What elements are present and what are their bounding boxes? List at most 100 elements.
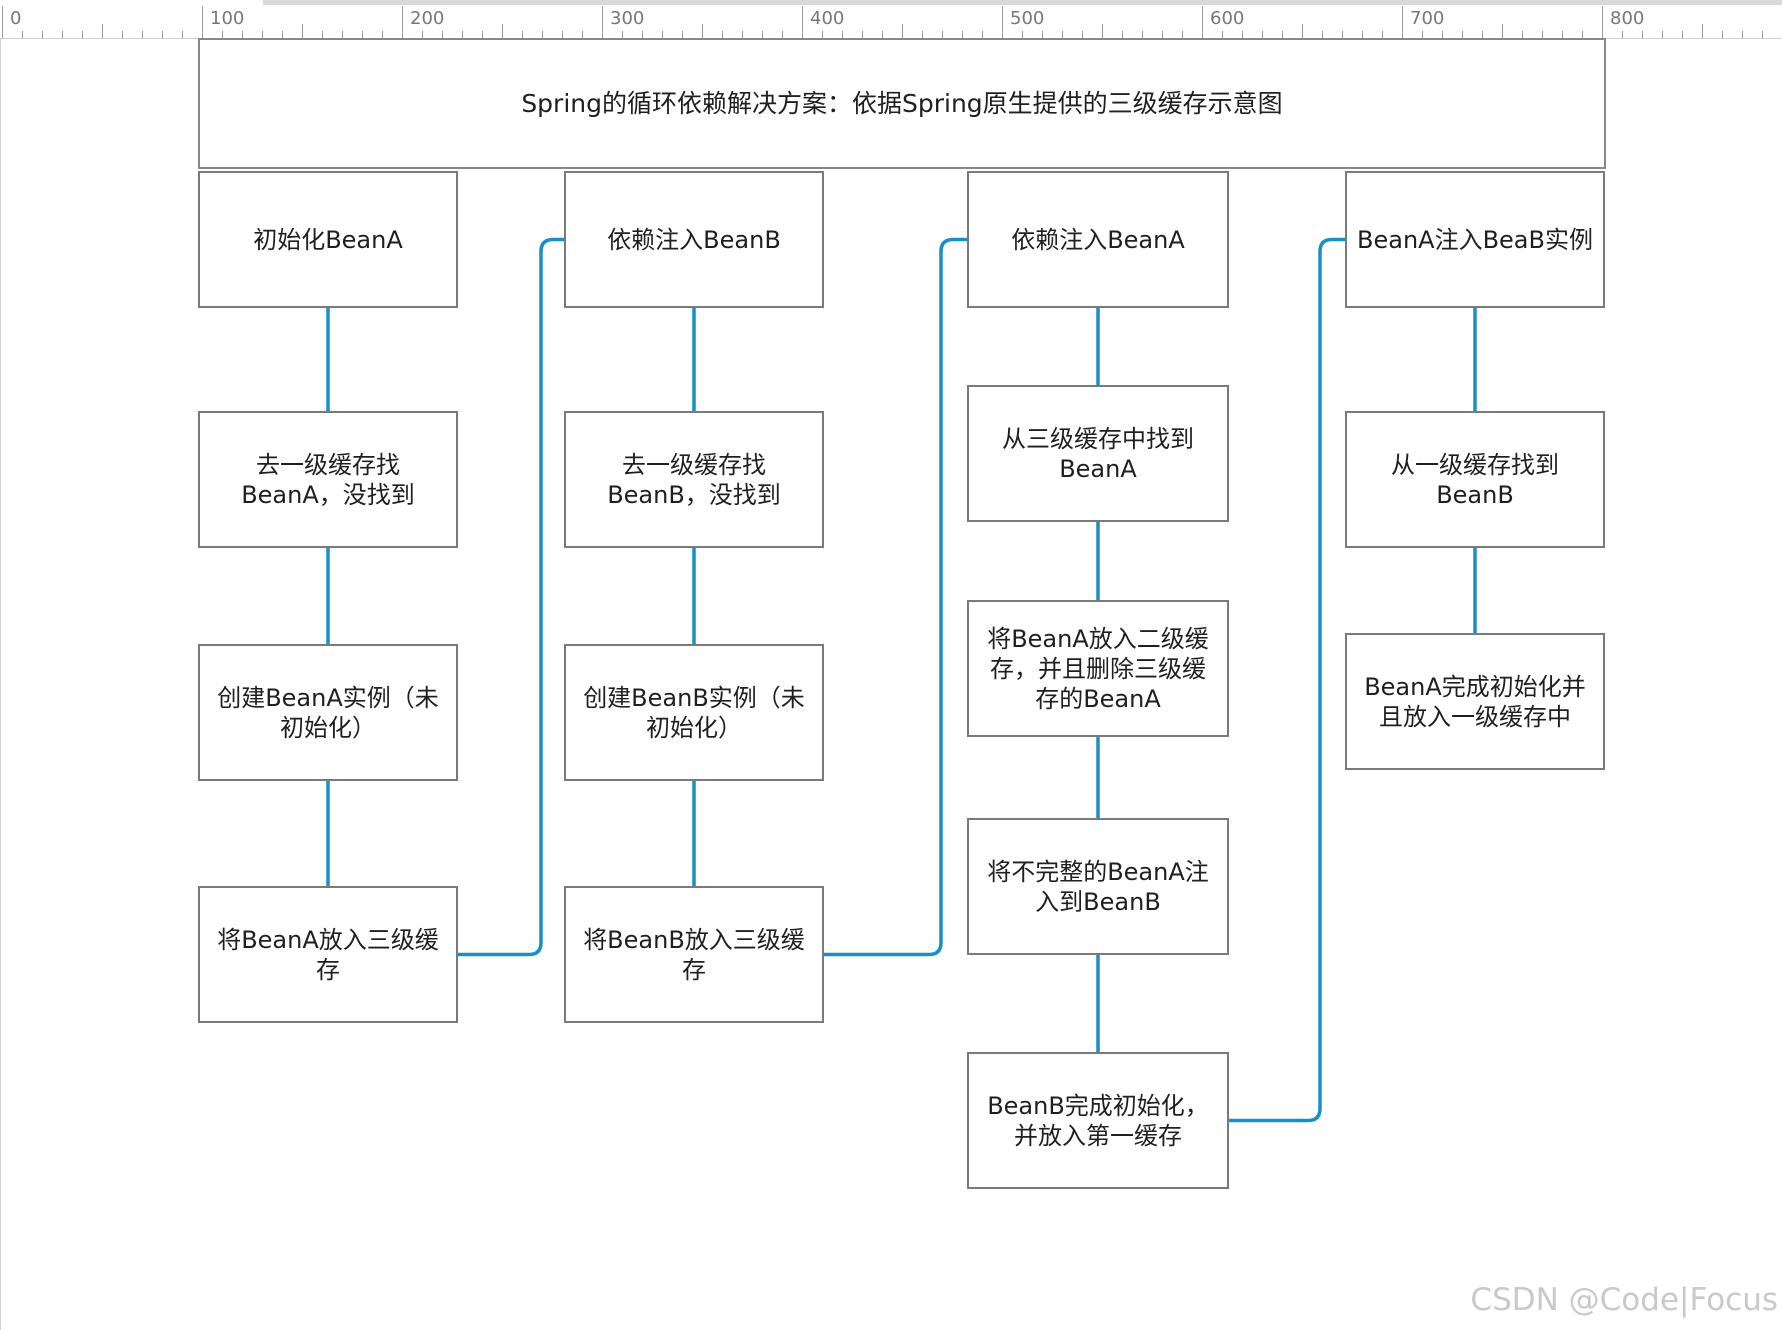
- ruler-tick: [242, 31, 243, 38]
- ruler-tick: [1082, 31, 1083, 38]
- step-box-search-l1-beana: 去一级缓存找 BeanA，没找到: [198, 411, 458, 548]
- ruler-tick: [1422, 31, 1423, 38]
- ruler-tick: [582, 31, 583, 38]
- ruler-tick: [1282, 31, 1283, 38]
- ruler-tick: [1682, 31, 1683, 38]
- ruler-tick: [762, 31, 763, 38]
- cross-column-connector: [824, 237, 967, 957]
- ruler-tick: [782, 31, 783, 38]
- ruler-tick: [162, 31, 163, 38]
- ruler-tick: [1222, 31, 1223, 38]
- step-box-beanb-complete: BeanB完成初始化， 并放入第一缓存: [967, 1052, 1229, 1189]
- ruler-label: 400: [810, 8, 845, 29]
- ruler-label: 0: [10, 8, 22, 29]
- step-box-search-l1-beanb: 去一级缓存找 BeanB，没找到: [564, 411, 824, 548]
- ruler-tick: [722, 31, 723, 38]
- ruler-tick: [1102, 24, 1103, 38]
- ruler-tick: [1562, 31, 1563, 38]
- ruler-tick: [322, 31, 323, 38]
- ruler-label: 200: [410, 8, 445, 29]
- ruler-tick: [362, 31, 363, 38]
- ruler-tick: [1402, 6, 1403, 38]
- step-label: BeanA完成初始化并 且放入一级缓存中: [1364, 672, 1586, 731]
- ruler-tick: [662, 31, 663, 38]
- ruler-tick: [602, 6, 603, 38]
- ruler-tick: [1262, 31, 1263, 38]
- step-box-beana-inject-beanb: BeanA注入BeaB实例: [1345, 171, 1605, 308]
- step-label: BeanB完成初始化， 并放入第一缓存: [987, 1091, 1209, 1150]
- step-box-beana-complete: BeanA完成初始化并 且放入一级缓存中: [1345, 633, 1605, 770]
- ruler-tick: [282, 31, 283, 38]
- ruler-scroll-strip: [263, 0, 1782, 5]
- ruler-tick: [102, 24, 103, 38]
- ruler-tick: [262, 31, 263, 38]
- ruler-tick: [922, 31, 923, 38]
- ruler-tick: [442, 31, 443, 38]
- ruler-tick: [482, 31, 483, 38]
- ruler-tick: [1042, 31, 1043, 38]
- ruler-tick: [862, 31, 863, 38]
- ruler-tick: [22, 31, 23, 38]
- ruler-label: 100: [210, 8, 245, 29]
- step-box-find-beana-l3: 从三级缓存中找到 BeanA: [967, 385, 1229, 522]
- step-box-put-beanb-l3: 将BeanB放入三级缓 存: [564, 886, 824, 1023]
- ruler-tick: [2, 6, 3, 38]
- ruler-tick: [1522, 31, 1523, 38]
- ruler-tick: [62, 31, 63, 38]
- step-label: 将BeanA放入三级缓 存: [217, 925, 439, 984]
- ruler-tick: [1662, 31, 1663, 38]
- step-box-inject-beana: 依赖注入BeanA: [967, 171, 1229, 308]
- ruler-tick: [1742, 31, 1743, 38]
- cross-column-connector: [458, 237, 564, 957]
- ruler-label: 800: [1610, 8, 1645, 29]
- ruler-tick: [1362, 31, 1363, 38]
- ruler-tick: [822, 31, 823, 38]
- ruler-tick: [902, 24, 903, 38]
- diagram-title-box: Spring的循环依赖解决方案：依据Spring原生提供的三级缓存示意图: [198, 38, 1606, 169]
- step-box-create-beanb-instance: 创建BeanB实例（未 初始化）: [564, 644, 824, 781]
- ruler-tick: [1622, 31, 1623, 38]
- ruler-tick: [562, 31, 563, 38]
- ruler-tick: [1462, 31, 1463, 38]
- ruler-tick: [1002, 6, 1003, 38]
- ruler-label: 600: [1210, 8, 1245, 29]
- step-box-create-beana-instance: 创建BeanA实例（未 初始化）: [198, 644, 458, 781]
- step-label: 创建BeanB实例（未 初始化）: [583, 683, 805, 742]
- ruler-tick: [962, 31, 963, 38]
- step-label: 依赖注入BeanA: [1011, 225, 1185, 254]
- ruler-tick: [1762, 31, 1763, 38]
- ruler-tick: [1162, 31, 1163, 38]
- ruler-tick: [1442, 31, 1443, 38]
- ruler-tick: [1202, 6, 1203, 38]
- ruler-tick: [1602, 6, 1603, 38]
- ruler-tick: [142, 31, 143, 38]
- ruler-tick: [1022, 31, 1023, 38]
- ruler-tick: [1582, 31, 1583, 38]
- ruler-tick: [842, 31, 843, 38]
- ruler-tick: [802, 6, 803, 38]
- ruler-tick: [742, 31, 743, 38]
- ruler-label: 500: [1010, 8, 1045, 29]
- step-label: 将BeanB放入三级缓 存: [583, 925, 805, 984]
- ruler-tick: [502, 24, 503, 38]
- step-label: 创建BeanA实例（未 初始化）: [217, 683, 439, 742]
- ruler-tick: [422, 31, 423, 38]
- ruler-tick: [82, 31, 83, 38]
- ruler-tick: [302, 24, 303, 38]
- ruler-tick: [202, 6, 203, 38]
- ruler-tick: [462, 31, 463, 38]
- step-label: 去一级缓存找 BeanA，没找到: [241, 450, 415, 509]
- ruler-tick: [1242, 31, 1243, 38]
- ruler-tick: [702, 24, 703, 38]
- step-label: 将不完整的BeanA注 入到BeanB: [987, 857, 1209, 916]
- step-label: BeanA注入BeaB实例: [1357, 225, 1593, 254]
- cross-column-connector: [1229, 237, 1345, 1123]
- left-ruler-edge: [0, 38, 1, 1330]
- step-label: 从三级缓存中找到 BeanA: [1002, 424, 1194, 483]
- ruler-tick: [182, 31, 183, 38]
- ruler-tick: [1502, 24, 1503, 38]
- ruler-tick: [1642, 31, 1643, 38]
- ruler-tick: [1062, 31, 1063, 38]
- ruler-tick: [642, 31, 643, 38]
